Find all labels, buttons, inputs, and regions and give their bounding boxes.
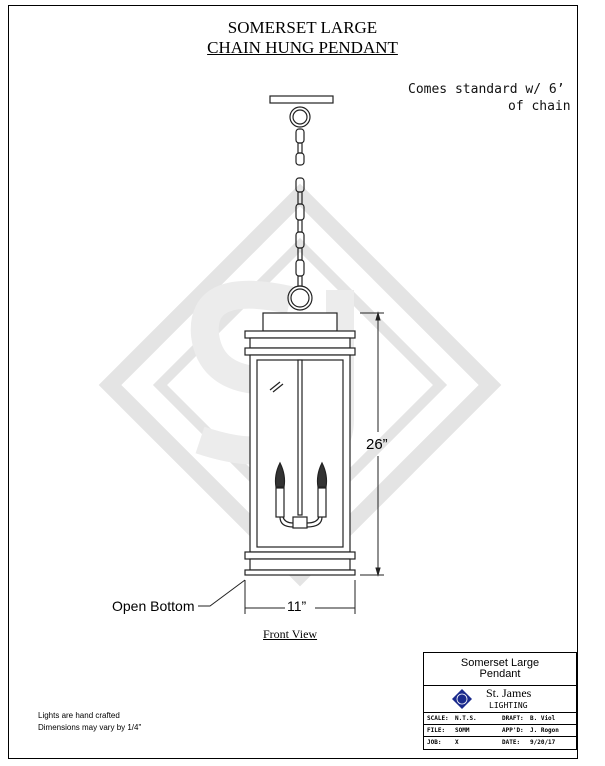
draft-value: B. Viol [530, 715, 556, 722]
ceiling-canopy [269, 95, 334, 104]
subtitle-text: CHAIN HUNG PENDANT [207, 38, 398, 57]
width-dimension-line [244, 580, 356, 614]
appd-value: J. Rogon [530, 727, 559, 734]
height-dimension: 26” [366, 436, 388, 453]
appd-label: APP'D: [502, 727, 524, 734]
footer-note-2: Dimensions may vary by 1/4" [38, 723, 142, 732]
scale-value: N.T.S. [455, 715, 477, 722]
draft-label: DRAFT: [502, 715, 524, 722]
company-row: St. James LIGHTING [424, 686, 576, 713]
chain-note-2: of chain [508, 99, 571, 114]
candle-left [274, 461, 286, 518]
height-dimension-line [360, 311, 384, 577]
product-line-1: Somerset Large [460, 657, 540, 669]
row-scale: SCALE: N.T.S. DRAFT: B. Viol [424, 713, 576, 725]
open-bottom-label: Open Bottom [112, 598, 195, 614]
company-logo-icon [452, 689, 472, 709]
arm-hub [292, 516, 308, 529]
footer-note-1: Lights are hand crafted [38, 711, 120, 720]
drawing-subtitle: CHAIN HUNG PENDANT [0, 38, 605, 57]
center-rod [297, 359, 303, 516]
drawing-title: SOMERSET LARGE [227, 18, 378, 37]
file-value: SOMM [455, 727, 470, 734]
company-sub: LIGHTING [489, 701, 528, 710]
top-ring [289, 106, 311, 128]
row-file: FILE: SOMM APP'D: J. Rogon [424, 725, 576, 737]
bottom-ring [287, 285, 313, 311]
file-label: FILE: [427, 727, 446, 734]
row-job: JOB: X DATE: 9/20/17 [424, 737, 576, 748]
width-dimension: 11” [287, 598, 307, 614]
chain-links [295, 128, 305, 287]
title-block: Somerset Large Pendant St. James LIGHTIN… [423, 652, 577, 750]
company-name: St. James [486, 686, 532, 700]
candle-arms [279, 516, 323, 528]
job-label: JOB: [427, 739, 442, 746]
product-name: Somerset Large Pendant [424, 653, 576, 686]
scale-label: SCALE: [427, 715, 449, 722]
product-line-2: Pendant [479, 668, 521, 680]
candle-right [316, 461, 328, 518]
drawing-border [8, 5, 578, 759]
date-value: 9/20/17 [530, 739, 556, 746]
job-value: X [455, 739, 459, 746]
view-label: Front View [263, 627, 318, 641]
open-bottom-leader [198, 579, 246, 607]
chain-note: Comes standard w/ 6’ [408, 82, 565, 97]
date-label: DATE: [502, 739, 521, 746]
